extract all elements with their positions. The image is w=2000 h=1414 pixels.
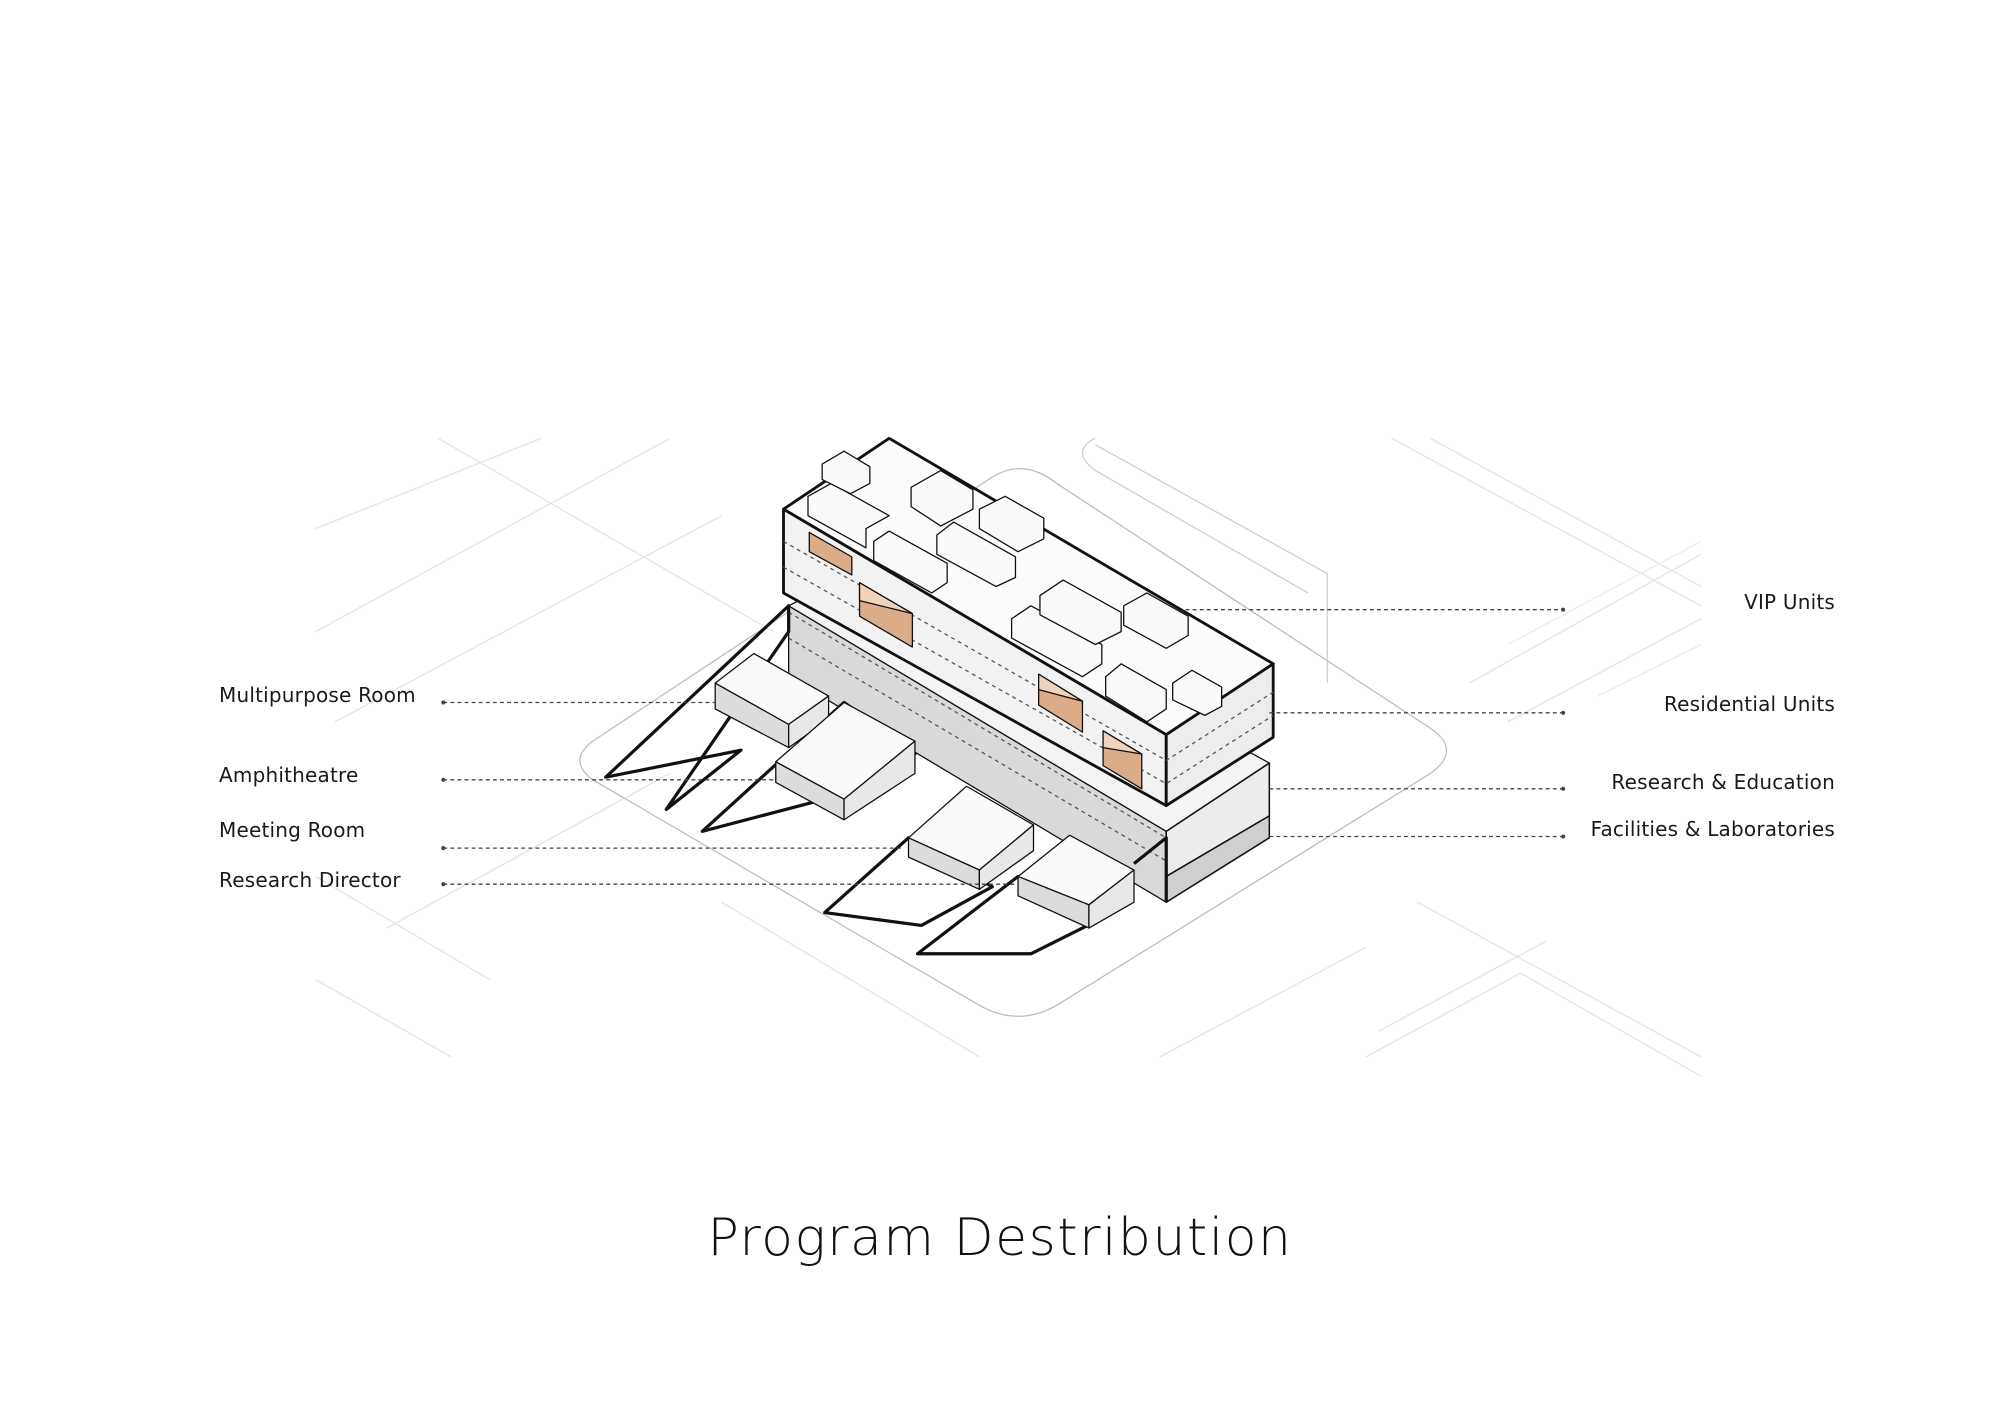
label-amphitheatre: Amphitheatre: [219, 763, 359, 787]
leader-lines: [443, 609, 1564, 885]
label-research-director: Research Director: [219, 868, 401, 892]
ramp-1: [604, 604, 791, 812]
label-facilities-laboratories: Facilities & Laboratories: [1590, 817, 1835, 841]
meeting-room-box: [907, 785, 1035, 890]
label-research-education: Research & Education: [1611, 770, 1835, 794]
vip-unit-windows: [808, 531, 1143, 790]
upper-block: [782, 436, 1275, 807]
site-inner-outline: [1081, 437, 1328, 684]
context-lines: [315, 437, 1702, 1077]
research-director-box: [1017, 834, 1135, 929]
label-multipurpose-room: Multipurpose Room: [219, 683, 416, 707]
rooftop-units: [807, 450, 1223, 723]
label-meeting-room: Meeting Room: [219, 818, 366, 842]
label-residential-units: Residential Units: [1663, 692, 1835, 716]
diagram-title: Program Destribution: [707, 1208, 1293, 1268]
ramp-3: [823, 836, 994, 928]
amphitheatre-box: [775, 701, 916, 821]
leader-dots: [441, 607, 1566, 887]
room-boxes: [714, 652, 1135, 929]
site-outline: [579, 468, 1447, 1017]
label-vip-units: VIP Units: [1744, 590, 1835, 614]
multipurpose-room-box: [714, 652, 830, 749]
